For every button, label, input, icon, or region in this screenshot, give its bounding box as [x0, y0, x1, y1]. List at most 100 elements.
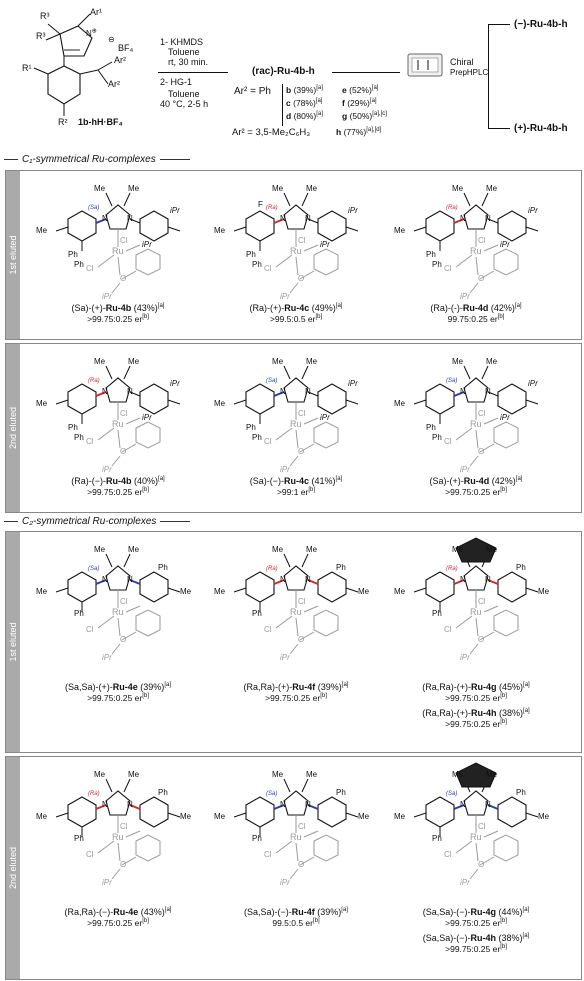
stereo-descriptor: (Sa)	[88, 205, 100, 211]
isopropyl-label: iPr	[142, 413, 152, 422]
methyl-label: Me	[452, 184, 464, 193]
isopropyl-label: iPr	[320, 413, 330, 422]
isopropoxy-label: iPr	[280, 878, 290, 887]
branch-line	[488, 24, 489, 128]
enantiomeric-ratio: >99.75:0.25 er[b]	[445, 487, 507, 497]
enantiomeric-ratio: 99.75:0.25 er[b]	[447, 314, 505, 324]
enantiomeric-ratio-secondary: >99.75:0.25 er[b]	[445, 719, 507, 729]
reaction-arrow-2	[332, 72, 400, 73]
nitrogen-label: N	[280, 214, 286, 223]
complex-name: (Ra)-(−)-Ru-4b (40%)[a]	[71, 476, 165, 486]
phenyl-label: Ph	[246, 250, 256, 259]
complex-name-secondary: (Ra,Ra)-(+)-Ru-4h (38%)[a]	[422, 708, 530, 718]
phenyl-label: Ph	[252, 433, 262, 442]
methyl-label: Me	[214, 226, 226, 235]
isopropoxy-label: iPr	[102, 878, 112, 887]
r2-label: R²	[58, 117, 68, 127]
complex-name: (Sa)-(+)-Ru-4d (42%)[a]	[429, 476, 523, 486]
enantiomeric-ratio: >99:1 er[b]	[276, 487, 316, 497]
methyl-label: Me	[272, 545, 284, 554]
nitrogen-label: N	[127, 575, 133, 584]
methyl-label: Me	[538, 587, 550, 596]
nitrogen-label: N	[485, 214, 491, 223]
methyl-label: Me	[36, 812, 48, 821]
elution-order-label: 1st eluted	[6, 532, 20, 752]
enantiomeric-ratio: >99.75:0.25 er[b]	[87, 314, 149, 324]
branch-arrow-top	[488, 24, 510, 25]
nitrogen-label: N	[460, 214, 466, 223]
step1-solvent: Toluene	[168, 47, 200, 57]
r3-label-bottom: R³	[36, 31, 46, 41]
isopropyl-label: iPr	[142, 240, 152, 249]
methyl-label: Me	[394, 226, 406, 235]
chloride-label: Cl	[478, 822, 486, 831]
phenyl-label: Ph	[74, 433, 84, 442]
chloride-label: Cl	[444, 850, 452, 859]
isopropyl-label: iPr	[500, 413, 510, 422]
nitrogen-label: N	[305, 214, 311, 223]
complex-name: (Sa)-(+)-Ru-4b (43%)[a]	[71, 303, 165, 313]
phenyl-label: Ph	[426, 423, 436, 432]
ru-complex-structure	[55, 553, 181, 655]
oxygen-label: O	[478, 274, 485, 283]
stereo-descriptor: (Ra)	[266, 205, 278, 211]
stereo-descriptor: (Sa)	[88, 566, 100, 572]
oxygen-label: O	[298, 447, 305, 456]
chiral-label: Chiral	[450, 57, 474, 67]
isopropyl-label: iPr	[348, 206, 358, 215]
ruthenium-label: Ru	[112, 607, 124, 617]
r1-label: R¹	[22, 63, 32, 73]
phenyl-label: Ph	[74, 260, 84, 269]
methyl-label: Me	[306, 545, 318, 554]
chloride-label: Cl	[120, 597, 128, 606]
step2-label: 2- HG-1	[160, 77, 193, 87]
ruthenium-label: Ru	[470, 607, 482, 617]
nitrogen-label: N	[485, 387, 491, 396]
nitrogen-label: N	[460, 800, 466, 809]
phenyl-label: Ph	[432, 433, 442, 442]
hplc-label: PrepHPLC	[450, 68, 489, 77]
ar1-label: Ar¹	[90, 7, 102, 17]
phenyl-label: Ph	[252, 609, 262, 618]
nitrogen-label: N	[280, 387, 286, 396]
methyl-label: Me	[180, 587, 192, 596]
ru-complex-structure	[233, 778, 359, 880]
methyl-label: Me	[486, 770, 498, 779]
phenyl-label: Ph	[432, 609, 442, 618]
substrate-label: 1b-hH·BF₄	[78, 117, 123, 127]
chloride-label: Cl	[120, 236, 128, 245]
nitrogen-label: N	[127, 387, 133, 396]
isopropoxy-label: iPr	[102, 653, 112, 662]
chloride-label: Cl	[120, 409, 128, 418]
yield-list-left: b (39%)[a] c (78%)[a] d (80%)[a]	[286, 85, 323, 121]
complex-name: (Ra,Ra)-(−)-Ru-4e (43%)[a]	[64, 907, 172, 917]
oxygen-label: O	[120, 860, 127, 869]
ruthenium-label: Ru	[470, 832, 482, 842]
methyl-label: Me	[214, 812, 226, 821]
chloride-label: Cl	[298, 597, 306, 606]
enantiomeric-ratio-secondary: >99.75:0.25 er[b]	[445, 944, 507, 954]
methyl-label: Me	[452, 545, 464, 554]
stereo-descriptor: (Ra)	[266, 566, 278, 572]
ar2-mesityl-label: Ar² = 3,5-Me₂C₆H₃	[232, 127, 311, 138]
chloride-label: Cl	[86, 850, 94, 859]
phenyl-label: Ph	[516, 788, 526, 797]
ruthenium-label: Ru	[290, 419, 302, 429]
section-header-c1: C₁-symmetrical Ru-complexes	[4, 154, 190, 165]
chloride-label: Cl	[298, 236, 306, 245]
ruthenium-label: Ru	[112, 246, 124, 256]
oxygen-label: O	[478, 860, 485, 869]
complex-name: (Sa)-(−)-Ru-4c (41%)[a]	[249, 476, 343, 486]
ru-complex-structure	[233, 192, 359, 294]
step1-conditions: rt, 30 min.	[168, 57, 209, 67]
imidazolium-salt-structure	[33, 13, 113, 116]
racemic-product-label: (rac)-Ru-4b-h	[252, 66, 315, 77]
oxygen-label: O	[298, 860, 305, 869]
minus-enantiomer-label: (−)-Ru-4b-h	[514, 19, 568, 30]
